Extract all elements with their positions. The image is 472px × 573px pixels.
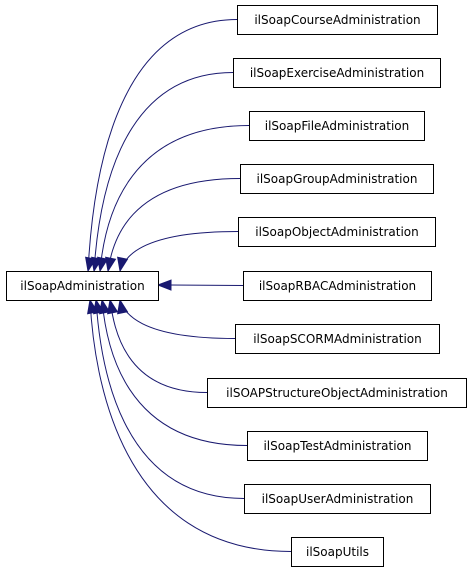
- node-box: [243, 271, 432, 301]
- arrow-line: [87, 19, 238, 272]
- node-label: ilSoapCourseAdministration: [254, 13, 420, 27]
- node-label: ilSoapUserAdministration: [262, 492, 414, 506]
- node-box: [238, 217, 436, 247]
- arrowhead: [105, 256, 117, 273]
- inheritance-arrow-il-soap-course-administration: [85, 19, 238, 273]
- inheritance-arrow-il-soap-rbac-administration: [156, 279, 244, 291]
- inheritance-arrow-il-soap-scorm-administration: [117, 298, 236, 339]
- inheritance-arrow-il-soap-group-administration: [105, 178, 241, 273]
- derived-class-node-il-soap-object-administration[interactable]: ilSoapObjectAdministration: [238, 217, 436, 247]
- node-label: ilSoapGroupAdministration: [257, 172, 418, 186]
- node-box: [240, 164, 434, 194]
- node-box: [6, 271, 159, 301]
- node-label: ilSoapFileAdministration: [265, 119, 410, 133]
- arrow-line: [119, 231, 239, 272]
- inheritance-arrow-il-soap-test-administration: [99, 298, 248, 446]
- derived-class-node-il-soap-user-administration[interactable]: ilSoapUserAdministration: [244, 484, 431, 514]
- derived-class-node-il-soap-course-administration[interactable]: ilSoapCourseAdministration: [237, 5, 438, 35]
- derived-class-node-il-soap-utils[interactable]: ilSoapUtils: [291, 537, 384, 567]
- derived-class-node-il-soap-test-administration[interactable]: ilSoapTestAdministration: [247, 431, 428, 461]
- base-class-node[interactable]: ilSoapAdministration: [6, 271, 159, 301]
- arrow-line: [107, 178, 241, 272]
- arrow-line: [93, 72, 234, 272]
- inheritance-arrow-il-soap-file-administration: [97, 125, 250, 273]
- arrow-line: [119, 299, 236, 339]
- arrowhead: [156, 279, 172, 291]
- node-box: [237, 5, 438, 35]
- derived-class-node-il-soap-structure-object-administration[interactable]: ilSOAPStructureObjectAdministration: [207, 378, 467, 408]
- class-nodes: ilSoapAdministration ilSoapCourseAdminist…: [6, 5, 467, 567]
- derived-class-node-il-soap-rbac-administration[interactable]: ilSoapRBACAdministration: [243, 271, 432, 301]
- derived-class-node-il-soap-group-administration[interactable]: ilSoapGroupAdministration: [240, 164, 434, 194]
- node-label: ilSoapRBACAdministration: [259, 279, 416, 293]
- node-label: ilSoapExerciseAdministration: [250, 66, 424, 80]
- node-label: ilSoapAdministration: [20, 279, 144, 293]
- node-box: [235, 324, 440, 354]
- derived-class-node-il-soap-scorm-administration[interactable]: ilSoapSCORMAdministration: [235, 324, 440, 354]
- node-box: [244, 484, 431, 514]
- arrow-line: [89, 299, 292, 552]
- arrowhead: [87, 298, 99, 315]
- arrow-line: [95, 299, 245, 499]
- arrow-line: [101, 299, 248, 446]
- inheritance-arrow-il-soap-structure-object-administration: [107, 298, 208, 393]
- arrowhead: [117, 256, 129, 273]
- node-label: ilSoapObjectAdministration: [255, 225, 419, 239]
- derived-class-node-il-soap-file-administration[interactable]: ilSoapFileAdministration: [249, 111, 425, 141]
- node-box: [207, 378, 467, 408]
- arrow-line: [109, 299, 208, 393]
- arrow-line: [99, 125, 250, 272]
- inheritance-edges: [85, 19, 292, 552]
- node-box: [249, 111, 425, 141]
- arrowhead: [97, 256, 109, 273]
- node-label: ilSoapSCORMAdministration: [253, 332, 422, 346]
- node-label: ilSOAPStructureObjectAdministration: [226, 386, 448, 400]
- node-label: ilSoapTestAdministration: [263, 439, 411, 453]
- node-box: [233, 58, 441, 88]
- node-box: [247, 431, 428, 461]
- inheritance-arrow-il-soap-exercise-administration: [91, 72, 234, 273]
- node-label: ilSoapUtils: [306, 545, 369, 559]
- inheritance-arrow-il-soap-utils: [87, 298, 292, 552]
- arrow-line: [169, 284, 244, 286]
- derived-class-node-il-soap-exercise-administration[interactable]: ilSoapExerciseAdministration: [233, 58, 441, 88]
- arrowhead: [117, 298, 129, 315]
- arrowhead: [107, 298, 119, 315]
- inheritance-arrow-il-soap-object-administration: [117, 231, 239, 273]
- node-box: [291, 537, 384, 567]
